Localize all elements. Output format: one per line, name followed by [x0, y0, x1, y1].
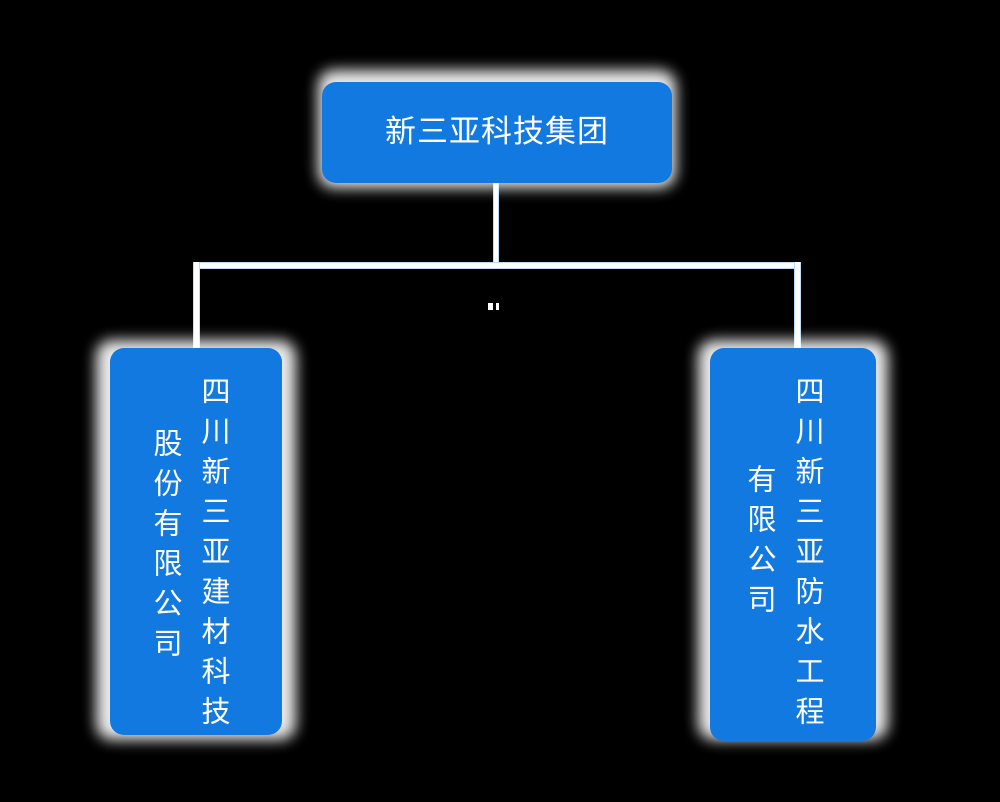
org-node-child-1-column-1: 四川新三亚建材科技: [197, 376, 231, 736]
org-node-child-1-column-2: 股份有限公司: [149, 428, 183, 668]
org-node-child-2[interactable]: 四川新三亚防水工程 有限公司: [710, 348, 876, 741]
connector-horizontal-bus: [193, 262, 801, 269]
org-node-child-1[interactable]: 四川新三亚建材科技 股份有限公司: [110, 348, 282, 736]
org-node-child-2-column-2: 有限公司: [743, 464, 777, 624]
org-node-root-label: 新三亚科技集团: [385, 114, 609, 150]
org-node-root[interactable]: 新三亚科技集团: [322, 82, 672, 183]
connector-left-drop: [193, 262, 200, 354]
connector-root-stem: [493, 183, 499, 267]
connector-right-drop: [794, 262, 801, 354]
org-node-child-2-column-1: 四川新三亚防水工程: [791, 376, 825, 736]
render-artifact-dot-a: [488, 303, 493, 310]
render-artifact-dot-b: [496, 303, 499, 310]
